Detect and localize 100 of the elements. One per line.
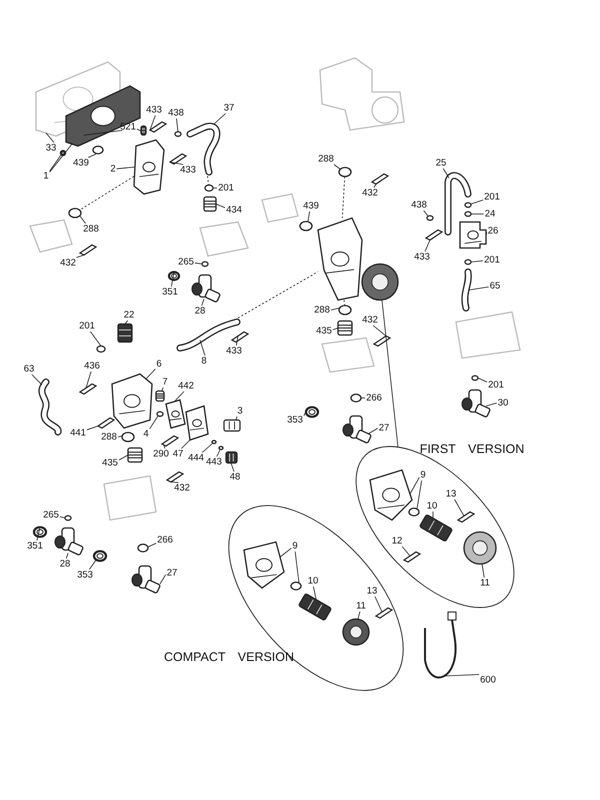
callout-number: 4 <box>142 428 150 440</box>
retaining-clip <box>96 417 116 429</box>
leader-line <box>160 574 166 584</box>
version-heading: FIRST VERSION <box>420 442 524 456</box>
callout-number: 265 <box>42 510 60 520</box>
leader-line <box>374 596 382 612</box>
leader-line <box>76 254 84 258</box>
callout-number: 8 <box>200 356 208 366</box>
callout-number: 1 <box>42 170 50 182</box>
drain-tap <box>462 389 492 418</box>
callout-number: 444 <box>187 452 205 464</box>
temperature-sensor <box>223 419 241 432</box>
callout-number: 27 <box>166 568 178 578</box>
callout-number: 438 <box>167 108 185 118</box>
seal-ring <box>201 261 209 267</box>
leader-line <box>49 154 62 172</box>
leader-line <box>146 368 156 380</box>
union-nut <box>32 526 48 538</box>
diverter-valve-body <box>317 217 363 301</box>
assembly-line <box>238 271 318 318</box>
leader-line <box>478 378 488 382</box>
retaining-clip <box>166 471 184 483</box>
callout-number: 201 <box>78 320 96 332</box>
leader-line <box>170 162 184 165</box>
leader-line <box>116 166 136 170</box>
seal-ring <box>174 131 182 137</box>
callout-number: 600 <box>479 674 497 686</box>
callout-number: 9 <box>419 470 427 480</box>
callout-number: 433 <box>145 104 163 116</box>
leader-line <box>148 542 156 548</box>
callout-number: 65 <box>488 280 502 292</box>
leader-line <box>454 499 464 516</box>
leader-line <box>150 115 156 130</box>
leader-line <box>410 476 420 494</box>
seal-ring <box>64 515 72 521</box>
leader-line <box>124 320 128 324</box>
leader-line <box>49 144 72 173</box>
callout-number: 521 <box>119 122 137 132</box>
leader-line <box>214 113 226 124</box>
callout-number: 47 <box>172 448 184 460</box>
leader-line <box>194 262 202 264</box>
callout-number: 48 <box>228 472 242 482</box>
seal-ring <box>338 304 352 316</box>
seal-ring <box>204 184 214 192</box>
leader-line <box>170 272 174 287</box>
callout-number: 351 <box>161 286 179 298</box>
callout-number: 432 <box>361 188 379 198</box>
leader-line <box>46 132 54 143</box>
callout-number: 439 <box>302 200 320 212</box>
callout-number: 22 <box>122 310 136 320</box>
seal-ring <box>96 345 106 353</box>
leader-line <box>334 164 340 170</box>
leader-line <box>88 154 96 158</box>
pressure-switch <box>225 451 238 464</box>
callout-number: 3 <box>236 406 244 416</box>
seal-ring <box>350 394 362 402</box>
seal-ring <box>211 440 217 444</box>
callout-number: 433 <box>179 164 197 176</box>
seal-ring <box>68 208 82 218</box>
seal-ring <box>408 508 420 516</box>
leader-line <box>216 204 226 208</box>
callout-number: 28 <box>58 558 72 570</box>
union-nut <box>92 550 108 562</box>
leader-line <box>118 454 128 461</box>
leader-line <box>444 674 480 676</box>
callout-number: 2 <box>109 164 117 174</box>
leader-line <box>201 298 204 306</box>
callout-number: 432 <box>361 314 379 326</box>
seal-ring <box>464 259 472 265</box>
callout-number: 13 <box>366 586 378 596</box>
assembly-line <box>344 300 345 306</box>
leader-line <box>486 232 488 236</box>
gasket <box>165 399 186 429</box>
callout-number: 28 <box>194 306 206 316</box>
retaining-clip <box>372 335 392 347</box>
callout-number: 433 <box>225 346 243 356</box>
callout-number: 288 <box>100 432 118 442</box>
leader-line <box>486 402 498 406</box>
retaining-clip <box>168 153 188 165</box>
leader-line <box>332 328 338 330</box>
leader-line <box>468 286 490 290</box>
leader-line <box>216 450 220 457</box>
callout-number: 10 <box>306 576 320 586</box>
seal-ring <box>121 432 135 442</box>
leader-line <box>382 300 398 448</box>
seal-ring <box>156 411 164 417</box>
leader-line <box>80 216 86 224</box>
callout-number: 13 <box>444 488 458 500</box>
mounting-plate <box>185 405 209 441</box>
callout-number: 11 <box>479 578 491 588</box>
threaded-fitting <box>337 320 353 336</box>
callout-number: 201 <box>217 182 235 194</box>
drain-tap <box>54 527 84 556</box>
leader-line <box>90 331 102 346</box>
leader-line <box>118 436 122 438</box>
callout-number: 7 <box>161 376 169 388</box>
safety-valve <box>117 323 133 343</box>
motor-head <box>463 531 497 565</box>
callout-number: 10 <box>426 500 438 512</box>
callout-number: 63 <box>22 364 36 374</box>
